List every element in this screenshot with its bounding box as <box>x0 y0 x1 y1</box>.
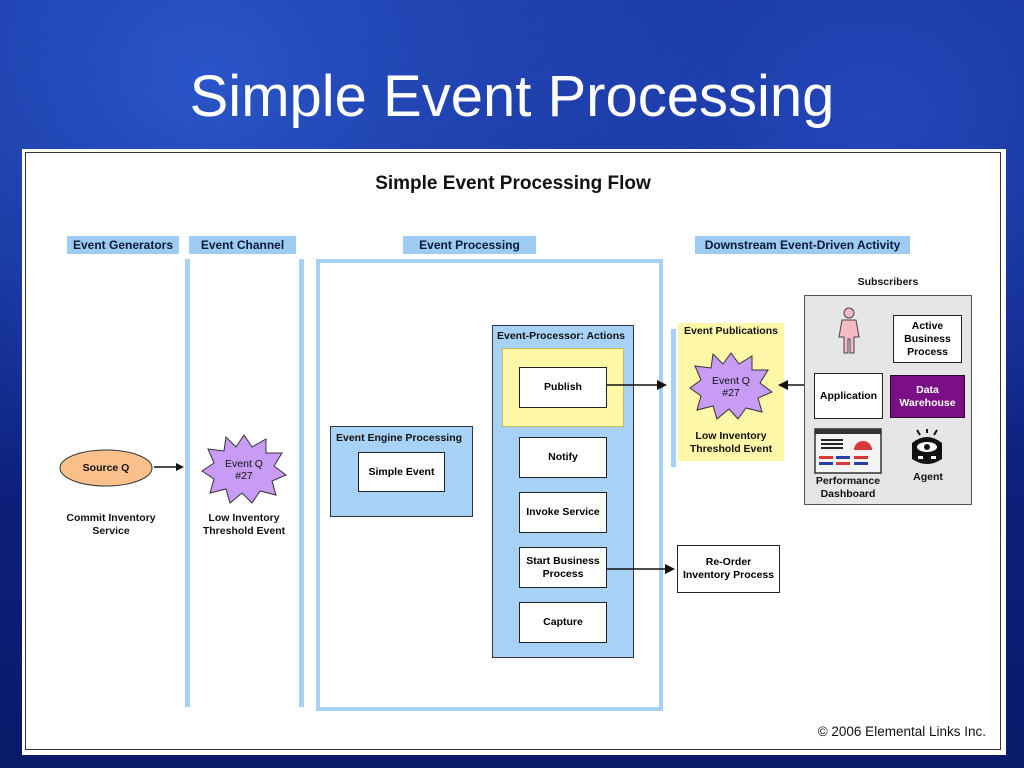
diagram-panel: Simple Event Processing Flow Event Gener… <box>22 149 1006 755</box>
arrow-publish-to-publications <box>607 380 667 390</box>
header-event-channel: Event Channel <box>189 236 296 254</box>
publication-event-line1: Event Q <box>712 375 750 387</box>
diagram-frame: Simple Event Processing Flow Event Gener… <box>25 152 1001 750</box>
event-publications-title: Event Publications <box>684 325 778 337</box>
agent-caption: Agent <box>913 471 943 483</box>
active-line1: Active <box>911 319 944 332</box>
publish-box: Publish <box>519 367 607 408</box>
dashboard-icon <box>814 428 882 474</box>
subscribers-title: Subscribers <box>857 276 919 288</box>
channel-caption-line2: Threshold Event <box>202 525 286 537</box>
dashboard-caption: Performance Dashboard <box>806 475 890 501</box>
channel-event-star <box>201 434 287 504</box>
start-business-process-box: Start Business Process <box>519 547 607 588</box>
warehouse-line2: Warehouse <box>899 396 956 409</box>
channel-caption-line1: Low Inventory <box>208 512 280 524</box>
dashboard-line2: Dashboard <box>820 488 876 500</box>
publication-event-star <box>689 352 773 420</box>
start-business-line2: Process <box>542 567 584 580</box>
header-downstream-activity: Downstream Event-Driven Activity <box>695 236 910 254</box>
source-caption-line1: Commit Inventory <box>66 512 156 524</box>
publication-caption-line2: Threshold Event <box>689 443 773 455</box>
source-caption-line2: Service <box>92 525 130 537</box>
arrow-start-to-reorder <box>607 564 675 574</box>
agent-icon <box>912 429 942 464</box>
simple-event-box: Simple Event <box>358 452 445 492</box>
application-box: Application <box>814 373 883 419</box>
channel-event-line2: #27 <box>235 470 253 482</box>
source-caption: Commit Inventory Service <box>54 512 168 538</box>
reorder-inventory-box: Re-Order Inventory Process <box>677 545 780 593</box>
event-processing-frame <box>316 259 663 711</box>
publication-caption: Low Inventory Threshold Event <box>678 430 784 456</box>
slide-title: Simple Event Processing <box>189 64 835 129</box>
channel-caption: Low Inventory Threshold Event <box>188 512 300 538</box>
arrow-source-to-channel <box>154 463 184 471</box>
start-business-line1: Start Business <box>526 554 600 567</box>
engine-processing-title: Event Engine Processing <box>336 432 463 444</box>
actions-title: Event-Processor: Actions <box>497 330 625 342</box>
publication-caption-line1: Low Inventory <box>695 430 767 442</box>
channel-event-label: Event Q #27 <box>200 458 288 482</box>
publication-event-line2: #27 <box>722 387 740 399</box>
downstream-left-line <box>671 329 676 467</box>
channel-left-line <box>185 259 190 707</box>
channel-event-line1: Event Q <box>225 458 263 470</box>
active-business-process-box: Active Business Process <box>893 315 962 363</box>
warehouse-line1: Data <box>916 383 939 396</box>
source-q-label: Source Q <box>82 462 130 474</box>
reorder-line1: Re-Order <box>705 556 752 568</box>
person-icon <box>838 307 860 354</box>
header-event-generators: Event Generators <box>67 236 179 254</box>
notify-box: Notify <box>519 437 607 478</box>
active-line2: Business <box>904 332 951 345</box>
copyright: © 2006 Elemental Links Inc. <box>817 724 986 739</box>
diagram-title: Simple Event Processing Flow <box>375 173 651 194</box>
dashboard-line1: Performance <box>815 475 881 487</box>
channel-right-line <box>299 259 304 707</box>
data-warehouse-box: Data Warehouse <box>890 375 965 418</box>
active-line3: Process <box>907 345 948 358</box>
capture-box: Capture <box>519 602 607 643</box>
header-event-processing: Event Processing <box>403 236 536 254</box>
reorder-line2: Inventory Process <box>682 569 775 581</box>
publication-event-label: Event Q #27 <box>688 375 774 399</box>
invoke-service-box: Invoke Service <box>519 492 607 533</box>
source-q-ellipse <box>59 449 153 487</box>
